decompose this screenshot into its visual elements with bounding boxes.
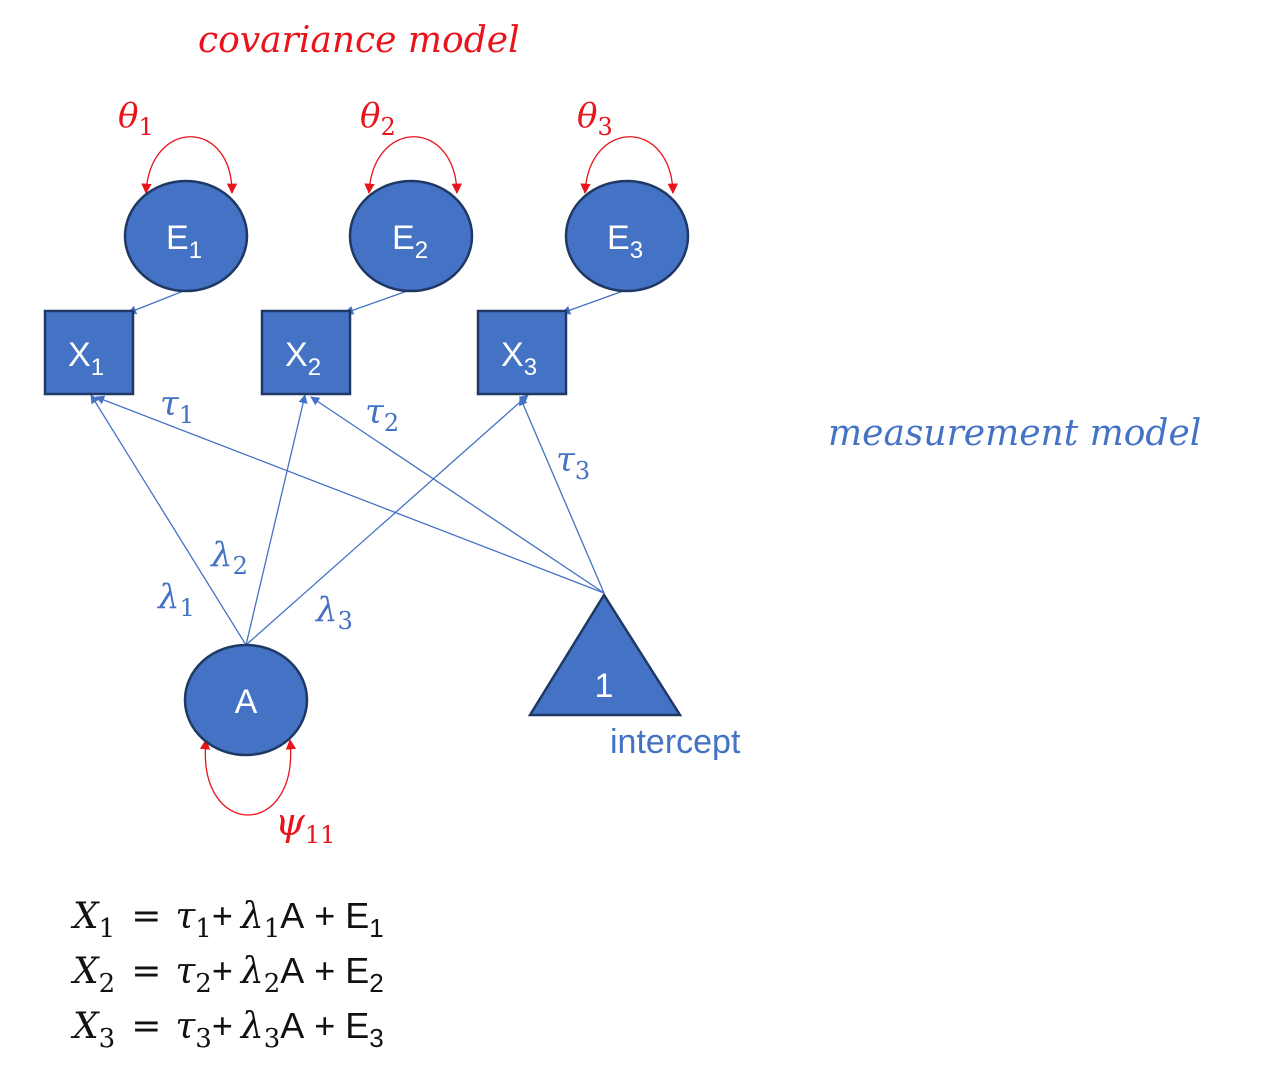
theta2-loop — [364, 136, 462, 195]
theta3-label: θ3 — [577, 96, 613, 141]
equation-3: X3=τ3+λ3A+E3 — [70, 1005, 384, 1054]
path-a-x2 — [245, 394, 308, 646]
svg-text:E2: E2 — [392, 219, 428, 264]
theta1-loop — [141, 136, 238, 195]
path-e2-x2 — [344, 289, 411, 315]
psi11-label: ψ11 — [275, 800, 335, 849]
path-1-x3 — [519, 396, 605, 594]
svg-text:X2: X2 — [285, 336, 321, 381]
loading-paths — [90, 394, 529, 646]
equations: X1=τ1+λ1A+E1 X2=τ2+λ2A+E2 X3=τ3+λ3A+E3 — [70, 895, 384, 1054]
equation-1: X1=τ1+λ1A+E1 — [70, 895, 384, 944]
path-e1-x1 — [127, 289, 187, 315]
svg-text:A: A — [235, 683, 258, 721]
indicator-node-x1: X1 — [43, 309, 135, 396]
covariance-model-title: covariance model — [198, 20, 520, 61]
path-a-x3 — [245, 394, 529, 646]
error-node-e2: E2 — [348, 179, 474, 293]
lambda2-label: λ2 — [209, 535, 248, 580]
lambda1-label: λ1 — [156, 577, 195, 622]
path-a-x1 — [90, 394, 247, 646]
tau3-label: τ3 — [556, 440, 590, 485]
error-node-e3: E3 — [564, 179, 690, 293]
indicator-node-x3: X3 — [476, 309, 568, 396]
measurement-model-title: measurement model — [828, 413, 1201, 454]
equation-2: X2=τ2+λ2A+E2 — [70, 950, 384, 999]
error-variance-loops — [141, 136, 678, 195]
lambda3-label: λ3 — [314, 590, 353, 635]
path-1-x2 — [310, 396, 605, 594]
intercept-node: 1 — [527, 592, 683, 717]
tau2-label: τ2 — [365, 392, 399, 437]
intercept-paths — [95, 395, 605, 594]
indicator-node-x2: X2 — [260, 309, 352, 396]
svg-text:1: 1 — [595, 667, 614, 705]
error-paths — [127, 289, 627, 315]
factor-node-a: A — [183, 643, 309, 757]
svg-text:E1: E1 — [166, 219, 202, 264]
svg-text:E3: E3 — [607, 219, 643, 264]
path-1-x1 — [95, 395, 605, 594]
intercept-label: intercept — [610, 723, 741, 761]
path-e3-x3 — [561, 289, 627, 315]
theta3-loop — [580, 136, 678, 195]
error-node-e1: E1 — [123, 179, 249, 293]
tau1-label: τ1 — [160, 384, 194, 429]
theta1-label: θ1 — [118, 96, 154, 141]
psi11-loop — [199, 738, 297, 816]
theta2-label: θ2 — [360, 96, 396, 141]
svg-text:X1: X1 — [68, 336, 104, 381]
svg-text:X3: X3 — [501, 336, 537, 381]
